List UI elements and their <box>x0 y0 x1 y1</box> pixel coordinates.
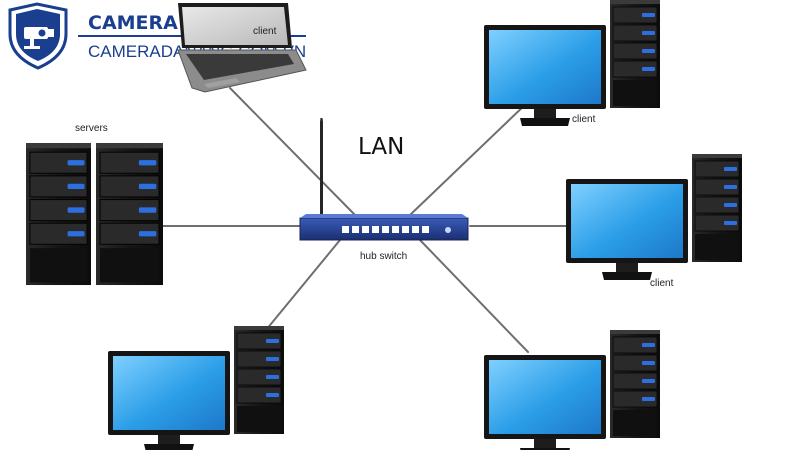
camera-shield-icon <box>8 2 68 70</box>
network-cables <box>162 87 571 353</box>
desktop-computer-icon <box>484 0 660 126</box>
desktop-computer-icon <box>108 326 284 450</box>
desktop-computer-icon <box>484 330 660 450</box>
diagram-title: LAN <box>358 134 404 160</box>
client-mid-right-label: client <box>650 278 674 289</box>
router-switch-icon <box>299 118 469 241</box>
hub-switch-label: hub switch <box>360 251 407 262</box>
laptop-label: client <box>253 26 277 37</box>
cable-client-bottom-left <box>265 239 341 331</box>
servers-label: servers <box>75 123 108 134</box>
server-rack-icon <box>25 142 164 286</box>
cable-laptop <box>229 87 356 216</box>
desktop-computer-icon <box>566 154 742 280</box>
cable-client-top-right <box>409 101 529 216</box>
cable-client-bottom-right <box>419 239 529 353</box>
client-top-right-label: client <box>572 114 596 125</box>
laptop-icon <box>177 3 307 93</box>
